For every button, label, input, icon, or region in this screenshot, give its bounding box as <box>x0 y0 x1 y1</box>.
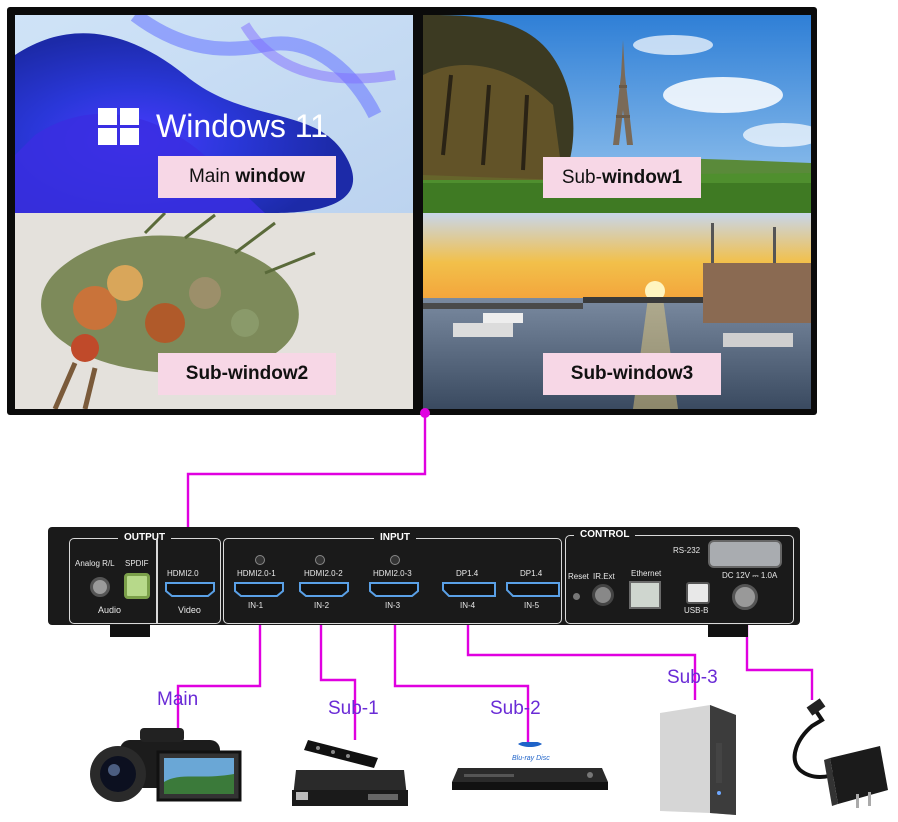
source-label-sub2: Sub-2 <box>490 698 541 719</box>
hdmi-out-label: HDMI2.0 <box>167 569 199 578</box>
in3-bottom-label: IN-3 <box>385 601 401 610</box>
sub-window2-label: Sub-window2 <box>158 353 336 395</box>
in1-top-label: HDMI2.0-1 <box>237 569 276 578</box>
in5-top-label: DP1.4 <box>520 569 543 578</box>
input-title: INPUT <box>374 532 416 543</box>
in4-bottom-label: IN-4 <box>460 601 476 610</box>
power-wire <box>745 612 814 700</box>
hdmi-output-port[interactable] <box>164 581 216 598</box>
rs232-label: RS-232 <box>673 546 701 555</box>
in1-bottom-label: IN-1 <box>248 601 264 610</box>
usb-label: USB-B <box>684 606 709 615</box>
dp-input-4-port[interactable] <box>441 581 497 598</box>
rs232-port[interactable] <box>708 540 782 568</box>
main-window-pane: Windows 11 Main window <box>15 15 413 213</box>
ethernet-port[interactable] <box>629 581 661 609</box>
ethernet-label: Ethernet <box>631 569 662 578</box>
output-section: OUTPUT Analog R/L SPDIF Audio HDMI2.0 Vi… <box>69 532 221 624</box>
audio-label: Audio <box>98 605 122 615</box>
hdmi-input-3-port[interactable] <box>368 581 420 598</box>
windows-logo-icon <box>98 108 139 145</box>
dp-input-5-port[interactable] <box>505 581 561 598</box>
sub-window2-pane: Sub-window2 <box>15 213 413 409</box>
reset-label: Reset <box>568 572 589 581</box>
output-divider <box>156 539 158 623</box>
control-title: CONTROL <box>574 529 636 540</box>
reset-button[interactable] <box>573 593 580 600</box>
harbor-sunset-photo <box>423 213 811 409</box>
sub2-wire <box>393 590 530 742</box>
external-drive-icon <box>660 705 736 815</box>
input-section: INPUT HDMI2.0-1 IN-1 HDMI2.0-2 IN-2 HDMI… <box>223 532 562 624</box>
hdmi-input-2-port[interactable] <box>298 581 350 598</box>
video-label: Video <box>178 605 201 615</box>
control-section: CONTROL Reset IR.Ext Ethernet USB-B RS-2… <box>565 529 794 624</box>
sub-window1-label: Sub- window1 <box>543 157 701 198</box>
sub1-wire <box>319 590 357 740</box>
display-monitor: Windows 11 Main window <box>7 7 817 415</box>
spdif-label: SPDIF <box>125 559 149 568</box>
screw-icon <box>255 555 265 565</box>
svg-text:Blu-ray Disc: Blu-ray Disc <box>512 755 550 762</box>
sub-window1-label-bold: window1 <box>601 166 683 188</box>
spdif-jack[interactable] <box>124 573 150 599</box>
camcorder-icon <box>90 728 242 802</box>
device-foot-left <box>110 625 150 637</box>
dc-power-jack[interactable] <box>732 584 758 610</box>
screw-icon <box>390 555 400 565</box>
source-label-sub3: Sub-3 <box>667 667 718 688</box>
output-wire <box>186 413 427 575</box>
multiviewer-device: OUTPUT Analog R/L SPDIF Audio HDMI2.0 Vi… <box>48 527 800 637</box>
sub-window1-pane: Sub- window1 <box>423 15 811 213</box>
sub-window2-label-text: Sub-window2 <box>185 363 309 384</box>
windows-11-text: Windows 11 <box>156 108 328 144</box>
set-top-box-icon <box>292 740 408 806</box>
device-foot-right <box>708 625 748 637</box>
main-window-label-plain: Main <box>188 166 236 187</box>
bouquet-photo <box>15 213 413 409</box>
in3-top-label: HDMI2.0-3 <box>373 569 412 578</box>
usb-b-port[interactable] <box>686 582 710 604</box>
sub-window1-label-plain: Sub- <box>561 166 602 188</box>
in2-bottom-label: IN-2 <box>314 601 330 610</box>
dc-label: DC 12V ⎓ 1.0A <box>722 571 778 580</box>
screw-icon <box>315 555 325 565</box>
source-label-main: Main <box>157 689 199 710</box>
analog-label: Analog R/L <box>75 559 115 568</box>
bluray-player-icon: Blu-ray Disc <box>452 742 608 790</box>
hdmi-input-1-port[interactable] <box>233 581 285 598</box>
eiffel-tower-icon <box>613 40 633 145</box>
in4-top-label: DP1.4 <box>456 569 479 578</box>
analog-audio-jack[interactable] <box>90 577 110 597</box>
main-window-label: Main window <box>158 156 336 198</box>
main-wire <box>176 590 262 738</box>
main-window-label-bold: window <box>235 166 306 187</box>
power-adapter-icon <box>792 698 888 808</box>
sub-window3-label: Sub-window3 <box>543 353 721 395</box>
irext-label: IR.Ext <box>593 572 615 581</box>
in2-top-label: HDMI2.0-2 <box>304 569 343 578</box>
output-title: OUTPUT <box>118 532 172 543</box>
sub-window3-label-text: Sub-window3 <box>570 363 694 384</box>
in5-bottom-label: IN-5 <box>524 601 540 610</box>
source-label-sub1: Sub-1 <box>328 698 379 719</box>
ir-ext-jack[interactable] <box>592 584 614 606</box>
sub-window3-pane: Sub-window3 <box>423 213 811 409</box>
